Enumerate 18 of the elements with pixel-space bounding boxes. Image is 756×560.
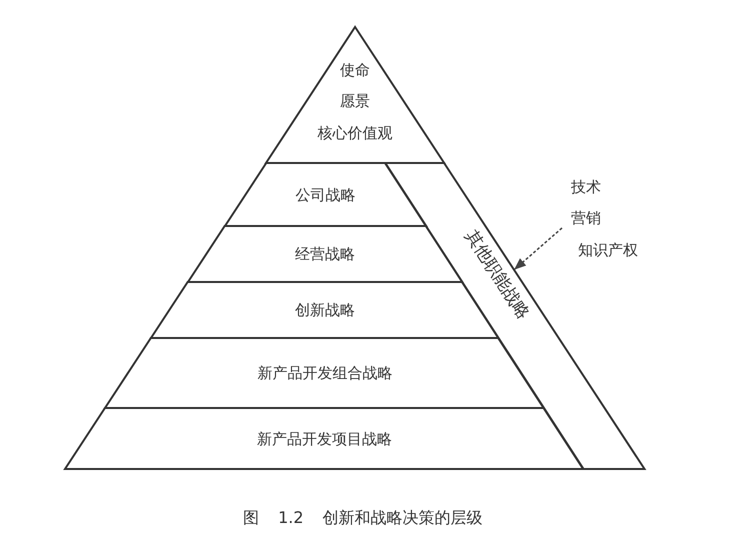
tier-label: 使命 <box>340 61 370 79</box>
tier-label: 创新战略 <box>295 301 355 319</box>
figure-caption: 图 1.2 创新和战略决策的层级 <box>243 508 483 529</box>
tier-label: 经营战略 <box>295 245 356 263</box>
tier-label: 新产品开发项目战略 <box>257 430 392 448</box>
pyramid-tier <box>105 338 544 408</box>
tier-label: 公司战略 <box>295 186 356 204</box>
tier-label: 核心价值观 <box>317 124 392 142</box>
pyramid-tier <box>65 408 584 469</box>
note-label: 知识产权 <box>578 241 638 259</box>
tier-label: 新产品开发组合战略 <box>257 364 392 382</box>
note-label: 营销 <box>571 209 601 227</box>
pyramid-tier <box>224 163 426 226</box>
pyramid-tier <box>266 27 444 163</box>
tier-label: 其他职能战略 <box>462 227 532 323</box>
arrow <box>514 227 562 270</box>
note-label: 技术 <box>571 178 601 196</box>
tier-label: 愿景 <box>340 92 370 110</box>
